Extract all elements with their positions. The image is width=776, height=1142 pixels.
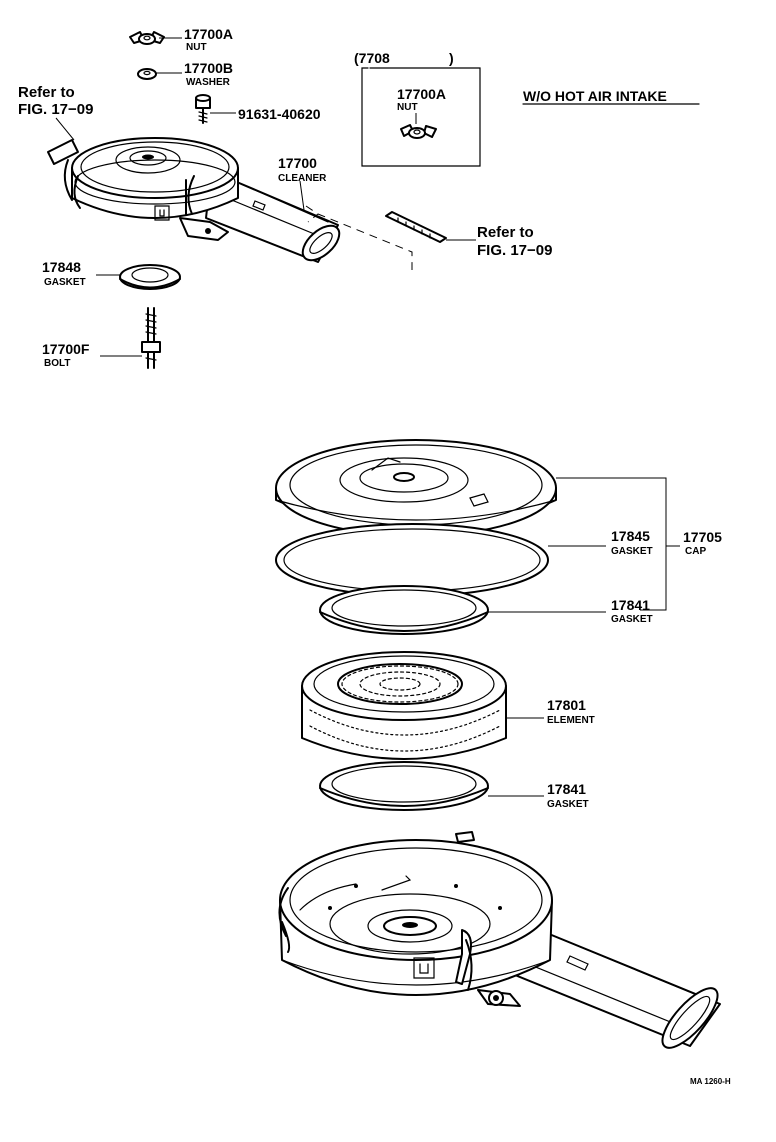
- strap-icon: [385, 211, 447, 243]
- part-name-bolt: BOLT: [44, 358, 70, 369]
- part-label-17700: 17700: [278, 155, 317, 171]
- variant-heading: W/O HOT AIR INTAKE: [523, 88, 667, 104]
- part-name-cleaner: CLEANER: [278, 173, 327, 184]
- filter-element-icon: [301, 651, 507, 760]
- inset-box: (7708 ) 17700A NUT: [354, 50, 481, 167]
- part-name-gasket-17845: GASKET: [611, 546, 653, 557]
- washer-icon: [137, 68, 157, 80]
- part-name-cap: CAP: [685, 546, 706, 557]
- part-name-gasket-17841-lower: GASKET: [547, 799, 589, 810]
- wing-nut-icon: [129, 31, 165, 45]
- part-name-element: ELEMENT: [547, 715, 595, 726]
- part-label-17700A: 17700A: [184, 26, 233, 42]
- refer-to-fig-2: FIG. 17−09: [477, 242, 552, 259]
- part-name-nut: NUT: [186, 42, 207, 53]
- part-name-gasket-17848: GASKET: [44, 277, 86, 288]
- bolt-small-icon: [195, 94, 211, 124]
- refer-to-label-2: Refer to: [477, 224, 534, 241]
- part-name-gasket-17841-upper: GASKET: [611, 614, 653, 625]
- gasket-17841-upper-icon: [319, 585, 489, 635]
- gasket-17841-lower-icon: [319, 761, 489, 811]
- part-label-17841-upper: 17841: [611, 597, 650, 613]
- inset-part-name: NUT: [397, 102, 418, 113]
- inset-part-number: 17700A: [397, 86, 446, 102]
- refer-to-label-1: Refer to: [18, 84, 75, 101]
- inset-box-prefix: (7708: [354, 50, 390, 66]
- part-label-17700B: 17700B: [184, 60, 233, 76]
- part-label-17700F: 17700F: [42, 341, 90, 357]
- refer-to-fig-1: FIG. 17−09: [18, 101, 93, 118]
- wing-nut-inset-icon: [400, 124, 437, 139]
- part-label-17848: 17848: [42, 259, 81, 275]
- cap-icon: [275, 439, 557, 537]
- assembled-air-cleaner-icon: [47, 137, 341, 263]
- part-name-washer: WASHER: [186, 77, 231, 88]
- cleaner-housing-icon: [278, 831, 721, 1049]
- gasket-17848-icon: [119, 264, 181, 290]
- part-label-17705: 17705: [683, 529, 722, 545]
- part-label-17841-lower: 17841: [547, 781, 586, 797]
- diagram-code: MA 1260-H: [690, 1077, 731, 1086]
- inset-box-suffix: ): [449, 50, 454, 66]
- part-label-91631-40620: 91631-40620: [238, 106, 321, 122]
- part-label-17801: 17801: [547, 697, 586, 713]
- part-label-17845: 17845: [611, 528, 650, 544]
- stud-bolt-icon: [141, 307, 161, 369]
